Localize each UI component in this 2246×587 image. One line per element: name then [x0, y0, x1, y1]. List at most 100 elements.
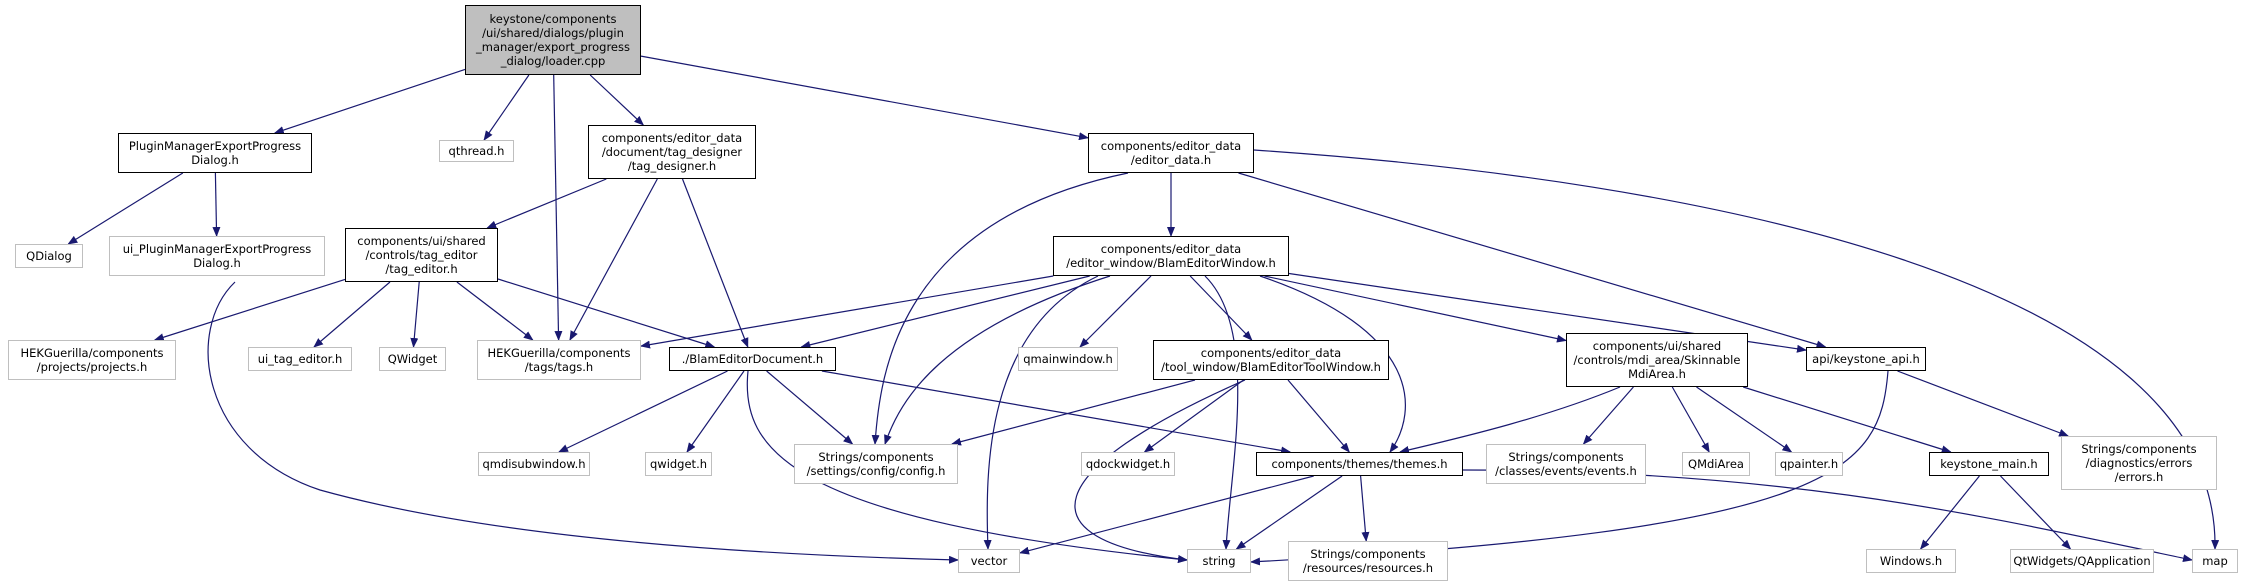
edge-keystoneapi-to-errors — [1897, 370, 2070, 437]
node-label: qdockwidget.h — [1086, 457, 1170, 471]
node-label: QWidget — [388, 352, 438, 366]
edge-keystonemain-to-windows — [1919, 475, 1980, 550]
node-label-line: /classes/events/events.h — [1495, 464, 1637, 478]
node-label: components/editor_data/editor_window/Bla… — [1066, 242, 1276, 270]
edge-tagdesigner-to-tags — [569, 178, 658, 341]
node-label-line: components/ui/shared — [357, 234, 486, 248]
node-qapplication: QtWidgets/QApplication — [2010, 549, 2154, 573]
node-label-line: vector — [970, 554, 1008, 568]
node-label: qpainter.h — [1780, 457, 1838, 471]
node-label: qthread.h — [449, 144, 505, 158]
node-label-line: components/ui/shared — [1592, 339, 1722, 353]
node-label-line: Strings/components — [818, 450, 934, 464]
node-label: Strings/components/settings/config/confi… — [807, 450, 946, 478]
node-editordata[interactable]: components/editor_data/editor_data.h — [1088, 133, 1254, 173]
node-label-line: ui_PluginManagerExportProgress — [122, 242, 312, 256]
edge-themes-to-vector — [1019, 475, 1314, 555]
node-label: components/editor_data/tool_window/BlamE… — [1161, 346, 1381, 374]
node-qmdisub: qmdisubwindow.h — [478, 452, 590, 476]
edge-keystoneapi-to-string — [1250, 370, 1889, 566]
node-vector: vector — [958, 549, 1020, 573]
node-label: components/editor_data/editor_data.h — [1101, 139, 1241, 167]
edge-skinnable-to-qmdiarea — [1671, 386, 1710, 453]
edge-blamdoc-to-themes — [821, 370, 1292, 455]
edge-pmepd-to-uipmepd — [212, 172, 221, 237]
edge-themes-to-resources — [1360, 475, 1370, 542]
node-errors: Strings/components/diagnostics/errors/er… — [2061, 436, 2217, 490]
edge-root-to-qthread — [483, 74, 530, 141]
node-label-line: /resources/resources.h — [1302, 561, 1434, 575]
edge-tageditor-to-vector — [207, 281, 959, 564]
node-resources: Strings/components/resources/resources.h — [1288, 541, 1448, 581]
node-toolwindow[interactable]: components/editor_data/tool_window/BlamE… — [1153, 340, 1389, 380]
node-label-line: string — [1202, 554, 1236, 568]
node-label: qwidget.h — [650, 457, 707, 471]
node-blamdoc[interactable]: ./BlamEditorDocument.h — [669, 347, 836, 371]
node-label: api/keystone_api.h — [1812, 352, 1920, 366]
edge-tageditor-to-uitageditor — [313, 281, 391, 348]
edge-skinnable-to-qpainter — [1696, 386, 1793, 453]
node-label-line: /tags/tags.h — [524, 360, 594, 374]
node-label-line: /errors.h — [2114, 470, 2164, 484]
node-label: HEKGuerilla/components/tags/tags.h — [487, 346, 630, 374]
node-label-line: api/keystone_api.h — [1812, 352, 1920, 366]
node-skinnable[interactable]: components/ui/shared/controls/mdi_area/S… — [1566, 333, 1748, 387]
node-root[interactable]: keystone/components/ui/shared/dialogs/pl… — [465, 5, 641, 75]
node-label: QDialog — [26, 249, 72, 263]
node-tagdesigner[interactable]: components/editor_data/document/tag_desi… — [588, 125, 756, 179]
node-label-line: keystone_main.h — [1940, 457, 2038, 471]
node-label-line: /editor_window/BlamEditorWindow.h — [1066, 256, 1276, 270]
node-qdockwidget: qdockwidget.h — [1081, 452, 1175, 476]
edge-root-to-pmepd — [273, 68, 466, 134]
node-label: Strings/components/classes/events/events… — [1495, 450, 1637, 478]
node-label: components/ui/shared/controls/mdi_area/S… — [1574, 339, 1741, 381]
node-label-line: map — [2202, 554, 2228, 568]
node-label-line: _dialog/loader.cpp — [500, 54, 606, 68]
edge-blamwindow-to-blamdoc — [800, 275, 1090, 349]
node-windows: Windows.h — [1866, 549, 1956, 573]
edge-skinnable-to-themes — [1399, 386, 1621, 454]
node-events: Strings/components/classes/events/events… — [1486, 444, 1646, 484]
edge-blamwindow-to-skinnable — [1264, 275, 1567, 343]
node-label-line: /tag_editor.h — [385, 262, 458, 276]
node-string: string — [1187, 549, 1251, 573]
node-keystonemain[interactable]: keystone_main.h — [1929, 452, 2049, 476]
node-keystoneapi[interactable]: api/keystone_api.h — [1806, 347, 1926, 371]
edge-root-to-editordata — [640, 55, 1089, 141]
node-label-line: components/editor_data — [601, 131, 743, 145]
node-label-line: keystone/components — [489, 12, 617, 26]
node-label: HEKGuerilla/components/projects/projects… — [20, 346, 163, 374]
edge-tageditor-to-qwidgetcls — [410, 281, 420, 348]
node-label: qmdisubwindow.h — [482, 457, 585, 471]
node-label-line: /diagnostics/errors — [2085, 456, 2193, 470]
node-label-line: components/editor_data — [1200, 346, 1342, 360]
node-label-line: Strings/components — [2081, 442, 2197, 456]
node-label-line: /tool_window/BlamEditorToolWindow.h — [1161, 360, 1381, 374]
node-label-line: _manager/export_progress — [476, 40, 630, 54]
node-label-line: Dialog.h — [191, 153, 239, 167]
edge-blamwindow-to-qmainwindow — [1079, 275, 1152, 348]
node-label-line: ui_tag_editor.h — [257, 352, 343, 366]
node-label-line: Strings/components — [1310, 547, 1426, 561]
node-qwidgeth: qwidget.h — [645, 452, 712, 476]
edge-blamdoc-to-config — [766, 370, 854, 445]
edge-skinnable-to-events — [1582, 386, 1634, 445]
node-label-line: QMdiArea — [1688, 457, 1744, 471]
edge-blamwindow-to-tags — [640, 275, 1054, 349]
node-themes[interactable]: components/themes/themes.h — [1256, 452, 1463, 476]
node-tageditor[interactable]: components/ui/shared/controls/tag_editor… — [345, 228, 498, 282]
node-label: keystone/components/ui/shared/dialogs/pl… — [476, 12, 630, 68]
edge-tagdesigner-to-tageditor — [486, 178, 607, 229]
node-blamwindow[interactable]: components/editor_data/editor_window/Bla… — [1053, 236, 1289, 276]
node-label-line: /controls/tag_editor — [365, 248, 478, 262]
node-label-line: HEKGuerilla/components — [20, 346, 164, 360]
node-label-line: PluginManagerExportProgress — [128, 139, 302, 153]
edge-blamwindow-to-themes — [1259, 275, 1406, 453]
node-label-line: Windows.h — [1879, 554, 1943, 568]
edge-tageditor-to-tags — [456, 281, 534, 341]
node-label: Strings/components/diagnostics/errors/er… — [2081, 442, 2196, 484]
edge-toolwindow-to-string — [1074, 379, 1246, 563]
node-qdialog: QDialog — [15, 244, 83, 268]
